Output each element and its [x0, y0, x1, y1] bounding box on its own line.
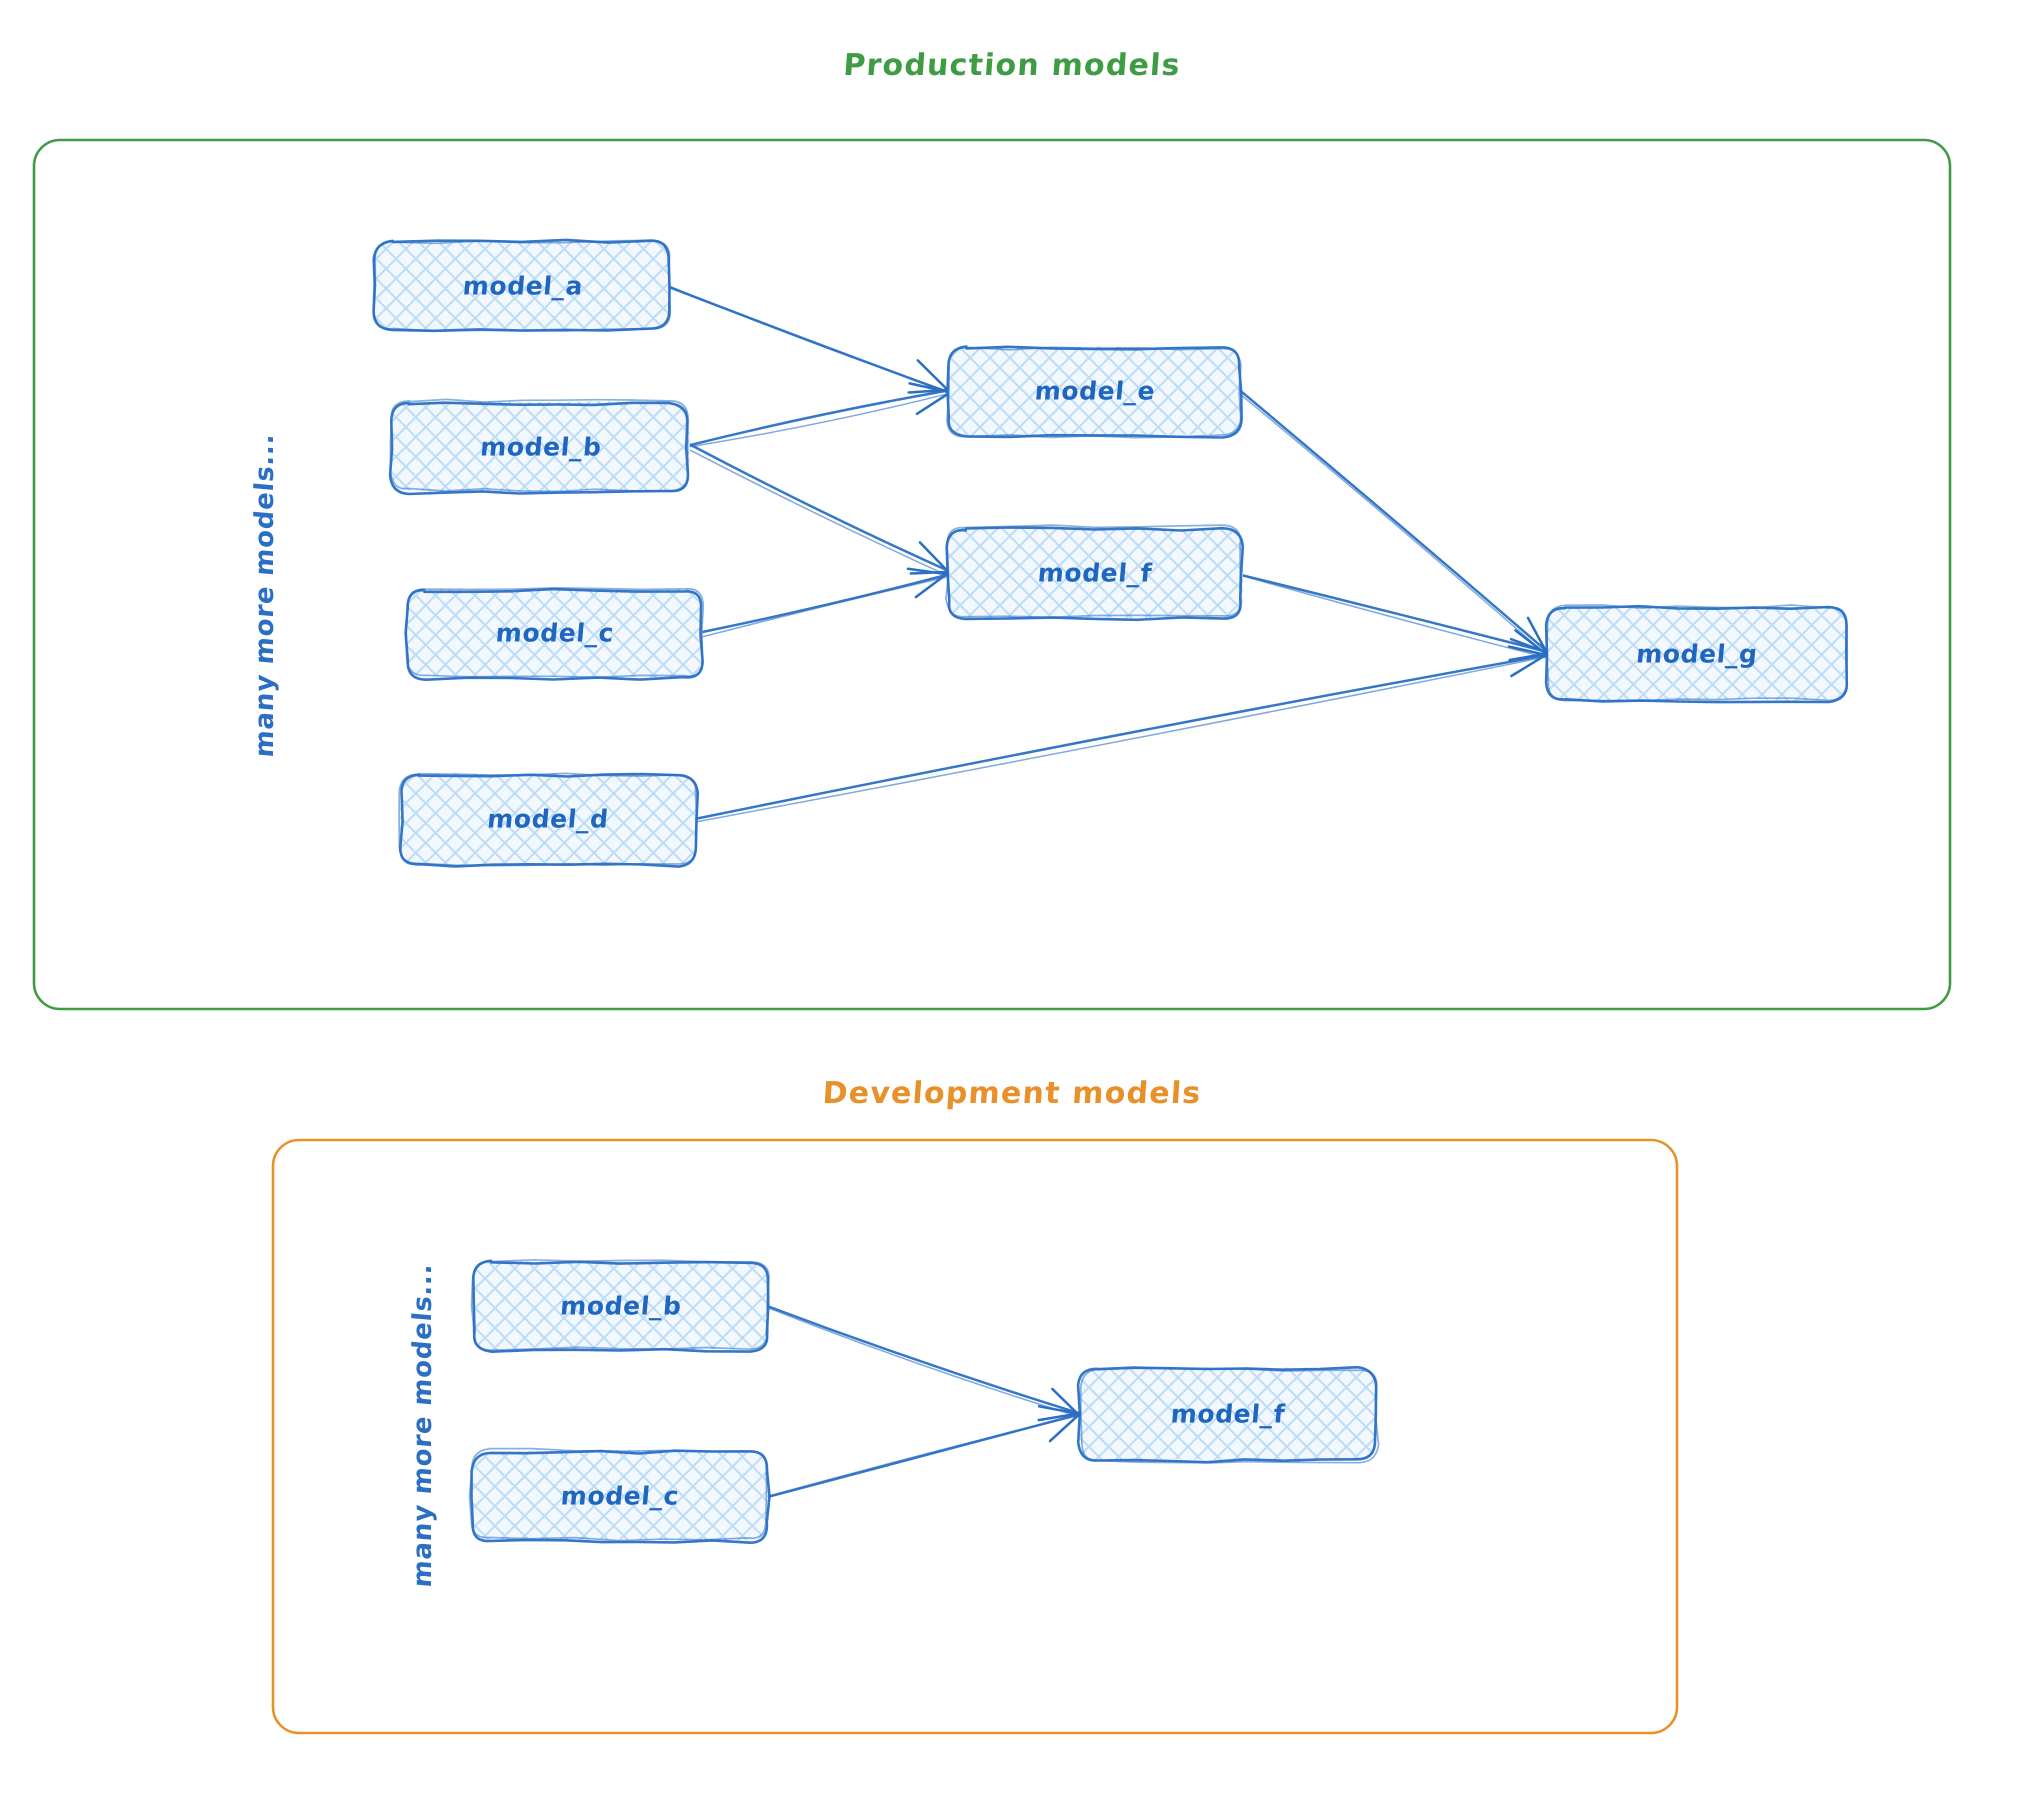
nodes-layer: [372, 238, 1849, 1544]
production-group-border: [32, 138, 1952, 1011]
node-fill: [374, 240, 671, 332]
edge-model_c-to-model_f: [700, 567, 951, 638]
edge-shaft: [1239, 573, 1548, 653]
node-outline: [472, 1259, 770, 1353]
edge-arrowhead: [908, 382, 951, 394]
edge-shaft: [769, 1307, 1082, 1419]
edge-arrowhead: [1048, 1411, 1083, 1443]
edge-model_f-to-model_g: [1239, 573, 1550, 662]
node-outline: [470, 1258, 770, 1352]
development-group-border: [271, 1138, 1679, 1735]
edge-arrowhead: [1526, 616, 1549, 655]
group-containers: [32, 138, 1952, 1735]
node-model_d[interactable]: [398, 772, 700, 868]
node-dev_model_b[interactable]: [470, 1258, 770, 1353]
node-model_b[interactable]: [388, 398, 690, 496]
edge-shaft: [768, 1305, 1080, 1415]
node-fill: [472, 1449, 768, 1541]
edge-shaft: [700, 575, 950, 638]
node-outline: [389, 398, 689, 493]
edge-arrowhead: [1510, 652, 1550, 678]
production-group-title: Production models: [842, 48, 1182, 83]
edge-shaft: [1238, 388, 1550, 654]
node-outline: [373, 239, 672, 332]
edge-shaft: [688, 389, 950, 447]
edge-arrowhead: [915, 391, 952, 416]
node-outline: [1076, 1365, 1378, 1464]
node-outline: [1079, 1367, 1380, 1464]
edge-model_d-to-model_g: [692, 645, 1550, 823]
edge-shaft: [1239, 574, 1548, 659]
edge-model_b-to-model_e: [687, 382, 952, 448]
node-fill: [399, 772, 696, 866]
node-outline: [945, 524, 1242, 619]
node-outline: [398, 772, 698, 867]
node-fill: [947, 526, 1244, 619]
edge-shaft: [696, 655, 1549, 823]
edge-arrowhead: [914, 570, 951, 599]
node-outline: [468, 1447, 768, 1542]
edge-model_a-to-model_e: [669, 285, 952, 395]
development-many-more-models-label: many more models...: [408, 1261, 438, 1589]
edge-arrowhead: [1037, 1405, 1081, 1416]
edge-arrowhead: [916, 359, 952, 394]
edge-arrowhead: [918, 541, 951, 574]
node-fill: [405, 588, 703, 679]
edge-shaft: [766, 1414, 1082, 1498]
edge-shaft: [687, 448, 950, 578]
node-fill: [1545, 606, 1848, 702]
development-group-title: Development models: [821, 1076, 1203, 1111]
edges-layer: [669, 285, 1550, 1498]
node-outline: [946, 346, 1242, 439]
edge-dev_model_c-to-dev_model_f: [766, 1405, 1083, 1498]
node-model_f[interactable]: [945, 524, 1245, 622]
edge-arrowhead: [1051, 1387, 1081, 1417]
node-model_c[interactable]: [404, 587, 705, 681]
node-model_g[interactable]: [1544, 604, 1849, 704]
edge-shaft: [692, 654, 1547, 821]
node-model_a[interactable]: [372, 238, 672, 333]
edge-arrowhead: [906, 567, 950, 576]
node-outline: [1545, 604, 1849, 702]
edge-shaft: [1239, 393, 1550, 658]
node-fill: [1079, 1367, 1378, 1461]
node-fill: [948, 346, 1242, 436]
edge-model_b-to-model_f: [687, 443, 951, 578]
edge-shaft: [688, 443, 951, 573]
node-outline: [405, 587, 705, 679]
edge-arrowhead: [1507, 645, 1547, 657]
edge-dev_model_b-to-dev_model_f: [768, 1305, 1083, 1422]
node-dev_model_c[interactable]: [468, 1447, 771, 1544]
edge-shaft: [687, 392, 952, 448]
edge-shaft: [669, 285, 951, 393]
node-dev_model_f[interactable]: [1076, 1365, 1380, 1464]
edge-shaft: [701, 573, 950, 634]
node-fill: [472, 1260, 769, 1351]
edge-arrowhead: [1514, 629, 1548, 656]
node-fill: [391, 401, 690, 493]
production-many-more-models-label: many more models...: [250, 431, 280, 759]
node-model_e[interactable]: [946, 345, 1243, 439]
